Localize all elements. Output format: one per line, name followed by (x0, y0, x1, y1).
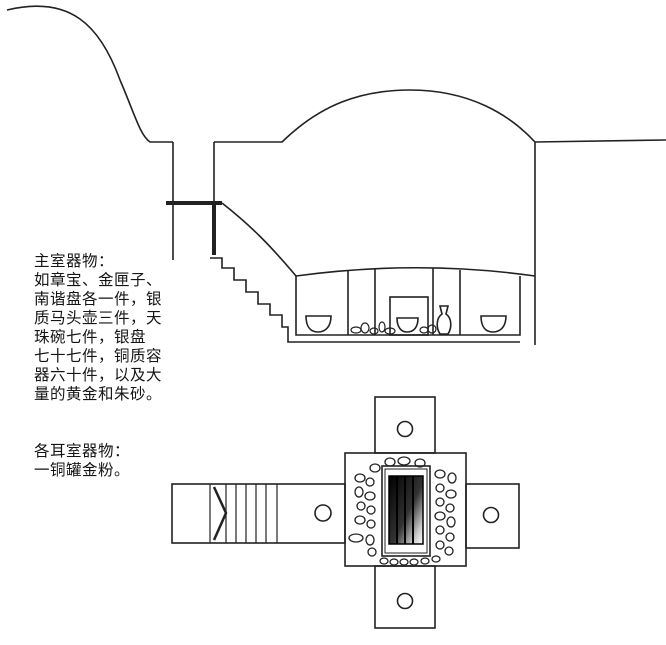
coffin-inner (384, 468, 428, 554)
ear-chamber-bottom (374, 565, 436, 629)
ramp-upper (221, 202, 536, 277)
ear-chamber-right (465, 483, 520, 549)
small-vessels (350, 321, 437, 335)
corridor-plan (171, 483, 346, 544)
bowl-center (396, 317, 419, 333)
coffin-bars (396, 476, 414, 544)
altar (389, 296, 429, 336)
offering-vessels (348, 456, 457, 566)
vase (436, 305, 452, 335)
ear-chamber-top (374, 396, 436, 454)
ground-right-mound (214, 89, 666, 143)
corridor-steps (209, 484, 278, 543)
entry-mark (212, 486, 228, 541)
main-chamber-line-5: 七十七件，铜质容 (34, 347, 163, 365)
ear-chamber-bottom-marker (396, 592, 414, 610)
stairs (210, 257, 520, 343)
main-chamber-caption: 主室器物： 如章宝、金匣子、 南谐盘各一件，银 质马头壶三件，天 珠碗七件，银盘… (34, 252, 196, 404)
main-chamber-line-6: 器六十件，以及大 (34, 366, 163, 384)
main-chamber-line-4: 珠碗七件，银盘 (34, 328, 147, 346)
main-chamber-heading: 主室器物： (34, 252, 115, 270)
main-chamber-line-2: 南谐盘各一件，银 (34, 290, 163, 308)
bowl-right (480, 315, 507, 333)
bowl-left (305, 315, 332, 333)
plan-view (171, 396, 520, 629)
ear-chamber-caption: 各耳室器物： 一铜罐金粉。 (34, 442, 196, 480)
main-chamber-line-3: 质马头壶三件，天 (34, 309, 163, 327)
coffin-frame (381, 465, 431, 557)
main-chamber-line-7: 量的黄金和朱砂。 (34, 385, 163, 403)
ear-chamber-top-marker (396, 420, 414, 438)
cross-section (6, 5, 666, 345)
chamber-floor (295, 276, 521, 336)
ear-chamber-heading: 各耳室器物： (34, 442, 131, 460)
ground-left-mound (6, 5, 173, 143)
ear-chamber-right-marker (482, 506, 500, 524)
main-chamber-line-1: 如章宝、金匣子、 (34, 271, 163, 289)
corridor-marker (314, 504, 332, 522)
ear-chamber-line-1: 一铜罐金粉。 (34, 461, 131, 479)
